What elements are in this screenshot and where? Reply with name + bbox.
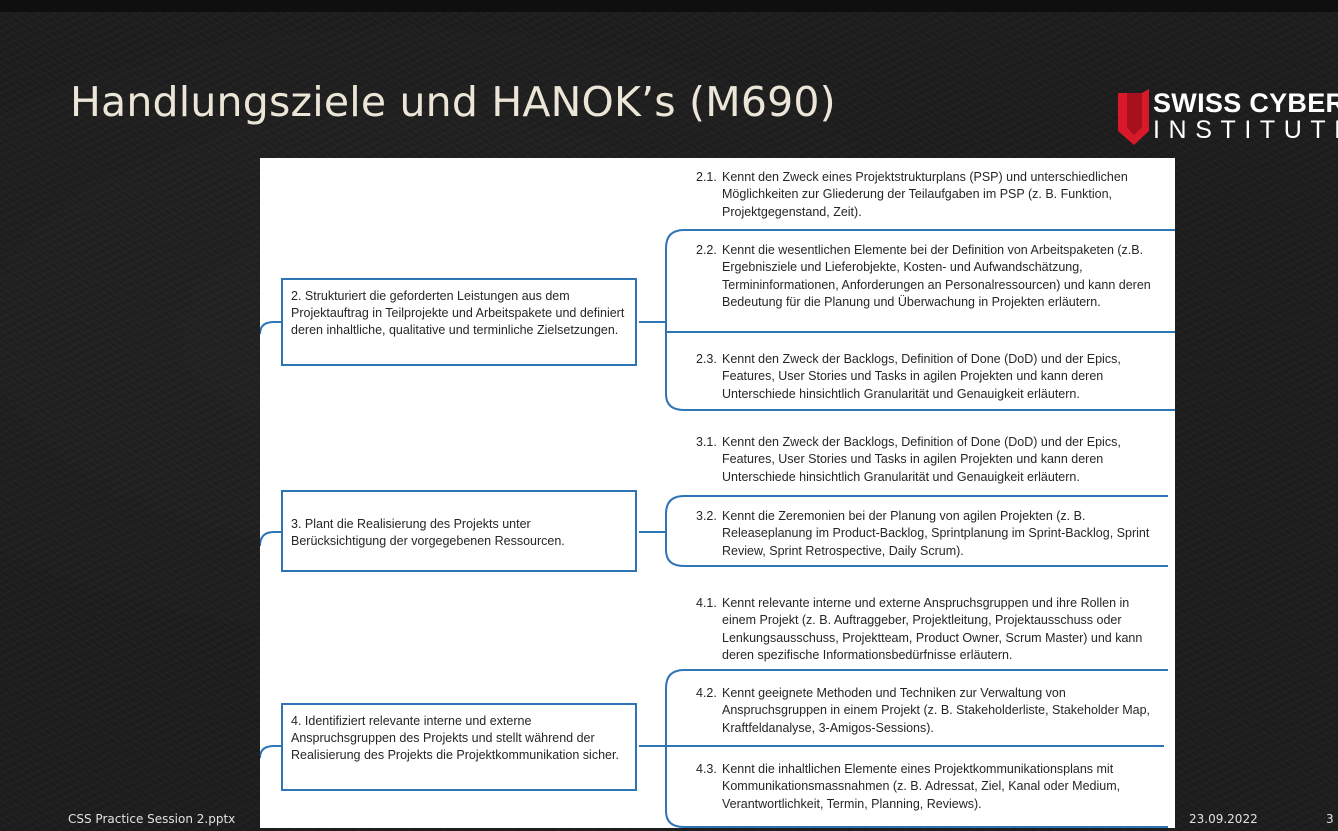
swiss-cyber-institute-logo: SWISS CYBER INSTITUTE bbox=[1118, 87, 1338, 145]
goal-box-2: 2. Strukturiert die geforderten Leistung… bbox=[281, 278, 637, 366]
hanok-item-2-3: 2.3. Kennt den Zweck der Backlogs, Defin… bbox=[696, 351, 1166, 403]
footer-page-number: 3 bbox=[1326, 812, 1334, 826]
shield-logo-icon bbox=[1118, 89, 1149, 145]
document-image: 2. Strukturiert die geforderten Leistung… bbox=[260, 158, 1175, 828]
slide-title: Handlungsziele und HANOK’s (M690) bbox=[70, 78, 836, 126]
item-number: 2.3. bbox=[696, 352, 717, 366]
item-text: Kennt den Zweck eines Projektstrukturpla… bbox=[722, 170, 1128, 219]
item-text: Kennt die wesentlichen Elemente bei der … bbox=[722, 243, 1151, 310]
item-number: 3.2. bbox=[696, 509, 717, 523]
item-text: Kennt geeignete Methoden und Techniken z… bbox=[722, 686, 1151, 735]
hanok-item-2-1: 2.1. Kennt den Zweck eines Projektstrukt… bbox=[696, 169, 1166, 221]
goal-box-3: 3. Plant die Realisierung des Projekts u… bbox=[281, 490, 637, 572]
footer-date: 23.09.2022 bbox=[1189, 812, 1258, 826]
hanok-item-4-3: 4.3. Kennt die inhaltlichen Elemente ein… bbox=[696, 761, 1166, 813]
hanok-item-2-2: 2.2. Kennt die wesentlichen Elemente bei… bbox=[696, 242, 1166, 312]
item-text: Kennt relevante interne und externe Ansp… bbox=[722, 596, 1143, 663]
item-number: 3.1. bbox=[696, 435, 717, 449]
logo-line-2: INSTITUTE bbox=[1153, 116, 1338, 144]
goal-box-4: 4. Identifiziert relevante interne und e… bbox=[281, 703, 637, 791]
item-text: Kennt die inhaltlichen Elemente eines Pr… bbox=[722, 762, 1121, 811]
item-number: 4.2. bbox=[696, 686, 717, 700]
item-number: 2.1. bbox=[696, 170, 717, 184]
hanok-item-4-1: 4.1. Kennt relevante interne und externe… bbox=[696, 595, 1166, 665]
hanok-item-4-2: 4.2. Kennt geeignete Methoden und Techni… bbox=[696, 685, 1166, 737]
logo-line-1: SWISS CYBER bbox=[1153, 88, 1338, 118]
item-number: 4.1. bbox=[696, 596, 717, 610]
item-number: 4.3. bbox=[696, 762, 717, 776]
hanok-item-3-2: 3.2. Kennt die Zeremonien bei der Planun… bbox=[696, 508, 1166, 560]
item-text: Kennt die Zeremonien bei der Planung von… bbox=[722, 509, 1150, 558]
connector-lines bbox=[260, 229, 1175, 828]
hanok-item-3-1: 3.1. Kennt den Zweck der Backlogs, Defin… bbox=[696, 434, 1166, 486]
item-text: Kennt den Zweck der Backlogs, Definition… bbox=[722, 352, 1121, 401]
footer-filename: CSS Practice Session 2.pptx bbox=[68, 812, 236, 826]
item-text: Kennt den Zweck der Backlogs, Definition… bbox=[722, 435, 1121, 484]
top-bar bbox=[0, 0, 1338, 12]
item-number: 2.2. bbox=[696, 243, 717, 257]
